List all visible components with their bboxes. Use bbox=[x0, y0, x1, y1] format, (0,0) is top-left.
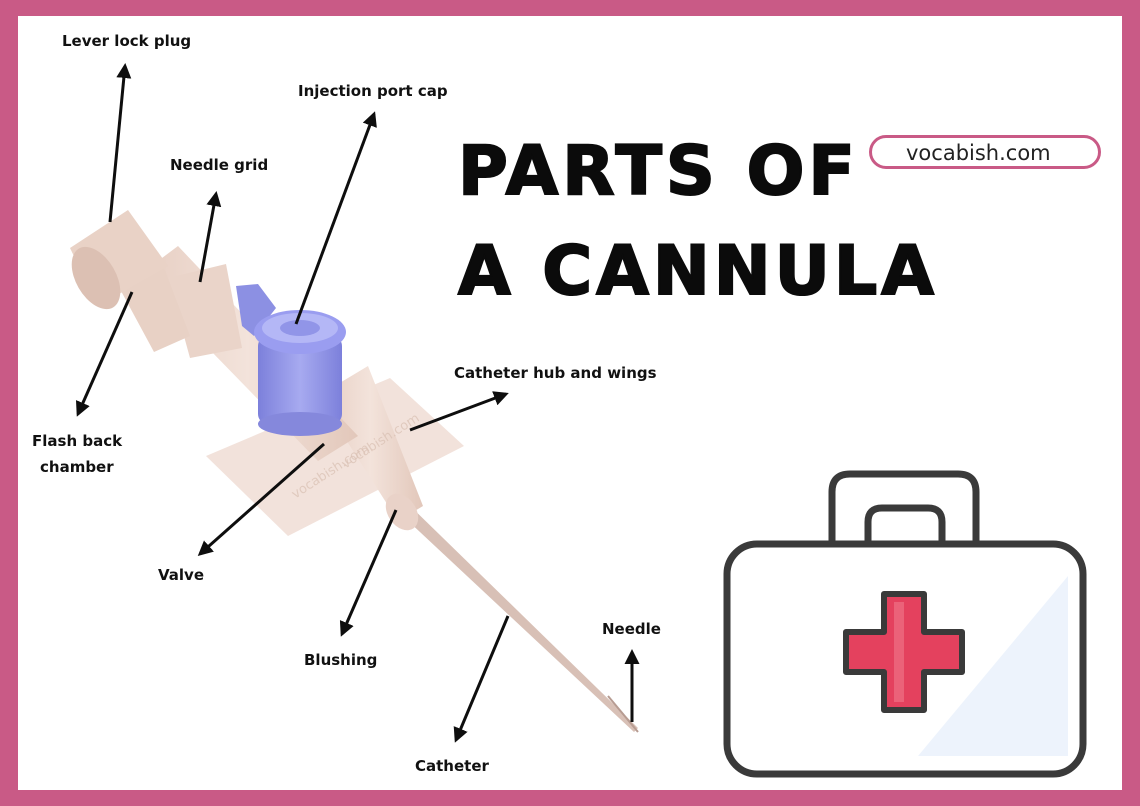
diagram-canvas bbox=[70, 63, 1092, 778]
cannula-illustration bbox=[70, 210, 639, 733]
label-catheter: Catheter bbox=[415, 757, 489, 775]
catheter-wings bbox=[206, 378, 464, 536]
label-catheter-hub: Catheter hub and wings bbox=[454, 364, 657, 382]
catheter-hub bbox=[318, 366, 423, 521]
title-line-2: A CANNULA bbox=[457, 232, 938, 311]
poster-card: vocabish.com vocabish.com PARTS OF A CAN… bbox=[18, 16, 1122, 790]
label-blushing: Blushing bbox=[304, 651, 378, 669]
label-valve: Valve bbox=[158, 566, 205, 584]
label-needle-grid: Needle grid bbox=[170, 156, 269, 174]
injection-port-cap bbox=[236, 284, 346, 436]
arrow-needle-grid bbox=[198, 191, 222, 283]
medical-cross-icon bbox=[843, 591, 965, 713]
label-flash-back-chamber-1: Flash back bbox=[32, 432, 123, 450]
first-aid-kit-icon bbox=[723, 470, 1087, 778]
arrow-blushing bbox=[339, 509, 398, 637]
arrows bbox=[75, 63, 640, 743]
blushing-tip bbox=[385, 493, 419, 531]
arrow-valve bbox=[197, 442, 325, 556]
title-line-1: PARTS OF bbox=[457, 132, 859, 211]
catheter-shaft bbox=[390, 498, 638, 732]
search-text: vocabish.com bbox=[906, 141, 1051, 165]
arrow-catheter-hub bbox=[409, 391, 509, 432]
label-injection-port-cap: Injection port cap bbox=[298, 82, 448, 100]
label-lever-lock-plug: Lever lock plug bbox=[62, 32, 192, 50]
arrow-catheter bbox=[453, 615, 510, 743]
label-needle: Needle bbox=[602, 620, 661, 638]
label-flash-back-chamber-2: chamber bbox=[40, 458, 114, 476]
needle-tip bbox=[607, 695, 639, 733]
arrow-injection-port-cap bbox=[294, 111, 377, 325]
arrow-flash-back-chamber bbox=[75, 291, 134, 417]
search-bar[interactable]: vocabish.com bbox=[869, 135, 1101, 169]
arrow-lever-lock-plug bbox=[108, 63, 132, 223]
